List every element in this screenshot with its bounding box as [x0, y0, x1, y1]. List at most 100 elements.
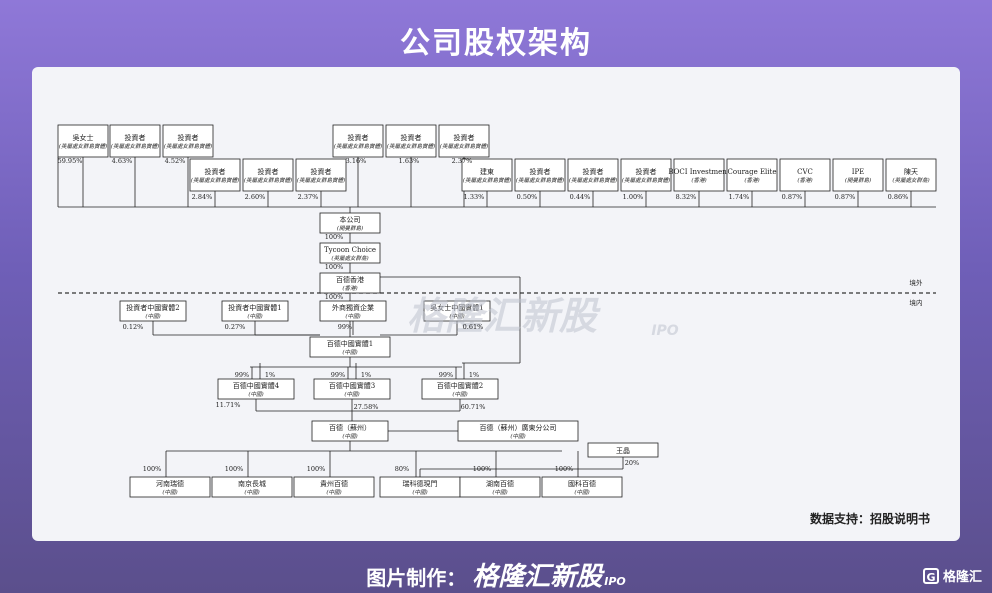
subsidiary-b2-name: 南京長城 — [238, 479, 266, 488]
pct-r8: 0.87% — [835, 193, 856, 201]
shareholder-r2-sub: (英屬處女群島實體) — [516, 177, 564, 184]
source-note: 数据支持：招股说明书 — [809, 512, 930, 526]
subsidiary-b4: 瑞科德現門(中國) — [379, 476, 461, 498]
shareholder-s3-box — [295, 158, 347, 192]
cn-entity-1-sub: (中國) — [342, 349, 357, 356]
shareholder-r2-box — [514, 158, 566, 192]
shareholder-r8-name: IPE — [852, 168, 865, 176]
shareholder-s1-box — [189, 158, 241, 192]
shareholder-s2-name: 投資者 — [258, 167, 279, 176]
cn-entity-2-sub: (中國) — [452, 391, 467, 398]
subsidiary-b1-box — [129, 476, 211, 498]
shareholder-r1-name: 建東 — [480, 167, 494, 176]
domestic-d1-sub: (中國) — [145, 313, 160, 320]
pct-hk: 100% — [325, 293, 344, 301]
domestic-d2: 投資者中國實體1(中國) — [221, 300, 289, 322]
zone-domestic: 境内 — [910, 298, 923, 307]
shareholder-r8: IPE(開曼群島) — [832, 158, 884, 192]
shareholder-s2-box — [242, 158, 294, 192]
cn-entity-2-name: 百德中國實體2 — [437, 381, 483, 390]
subsidiary-b1-sub: (中國) — [162, 489, 177, 496]
subsidiary-b4-sub: (中國) — [412, 489, 427, 496]
pct-t6: 2.37% — [452, 157, 473, 165]
footer-brand: 格隆汇新股 — [472, 562, 603, 592]
watermark-brand: 格隆汇新股 — [407, 294, 601, 338]
tycoon-node-sub: (英屬處女群島) — [331, 255, 368, 262]
logo-icon: G — [922, 568, 939, 584]
shareholder-r7-name: CVC — [797, 168, 813, 176]
shareholder-r6: Courage Elite(香港) — [726, 158, 778, 192]
shareholder-r4-sub: (英屬處女群島實體) — [622, 177, 670, 184]
cn-entity-4-sub: (中國) — [248, 391, 263, 398]
pct-r7: 0.87% — [782, 193, 803, 201]
shareholder-r4: 投資者(英屬處女群島實體) — [620, 158, 672, 192]
subsidiary-b5-sub: (中國) — [492, 489, 507, 496]
pct-down-c3: 27.58% — [354, 403, 379, 411]
pct-d3: 99% — [338, 323, 352, 331]
suzhou-branch-node-sub: (中國) — [510, 433, 525, 440]
shareholder-r3: 投資者(英屬處女群島實體) — [567, 158, 619, 192]
shareholder-r3-box — [567, 158, 619, 192]
page-title: 公司股权架构 — [400, 26, 592, 61]
shareholder-r8-sub: (開曼群島) — [845, 177, 871, 184]
tycoon-node-box — [319, 242, 381, 264]
shareholder-r9-sub: (英屬處女群島) — [892, 177, 929, 184]
shareholder-r5-sub: (香港) — [691, 177, 706, 184]
hk-node: 百德香港(香港) — [319, 272, 381, 294]
suzhou-node-name: 百德（蘇州） — [329, 423, 371, 432]
wang-node-box — [587, 442, 659, 458]
pct-b4: 80% — [395, 465, 409, 473]
diagram-card: 吳女士(英屬處女群島實體)投資者(英屬處女群島實體)投資者(英屬處女群島實體)投… — [32, 67, 960, 541]
subsidiary-b2-box — [211, 476, 293, 498]
domestic-d2-sub: (中國) — [247, 313, 262, 320]
shareholder-t1-name: 吳女士 — [73, 133, 94, 142]
shareholder-t5-sub: (英屬處女群島實體) — [387, 143, 435, 150]
pct-right-c2: 1% — [469, 371, 479, 379]
subsidiary-b3-name: 貴州百德 — [320, 479, 348, 488]
domestic-d4-box — [423, 300, 491, 322]
pct-r4: 1.00% — [623, 193, 644, 201]
shareholder-r1: 建東(英屬處女群島實體) — [461, 158, 513, 192]
domestic-d1-box — [119, 300, 187, 322]
shareholder-t4-sub: (英屬處女群島實體) — [334, 143, 382, 150]
subsidiary-b6: 國科百德(中國) — [541, 476, 623, 498]
suzhou-branch-node-box — [457, 420, 579, 442]
shareholder-r9-name: 陳天 — [904, 167, 918, 176]
subsidiary-b4-name: 瑞科德現門 — [403, 479, 438, 488]
domestic-d3-name: 外商獨資企業 — [332, 303, 374, 312]
shareholder-t3-name: 投資者 — [178, 133, 199, 142]
subsidiary-b6-box — [541, 476, 623, 498]
shareholder-t3-sub: (英屬處女群島實體) — [164, 143, 212, 150]
shareholder-t6-name: 投資者 — [454, 133, 475, 142]
subsidiary-b1: 河南瑞德(中國) — [129, 476, 211, 498]
company-node-box — [319, 212, 381, 234]
shareholder-t5-name: 投資者 — [401, 133, 422, 142]
shareholder-s1: 投資者(英屬處女群島實體) — [189, 158, 241, 192]
shareholder-t6-sub: (英屬處女群島實體) — [440, 143, 488, 150]
subsidiary-b2-sub: (中國) — [244, 489, 259, 496]
pct-tycoon: 100% — [325, 263, 344, 271]
shareholder-t6-box — [438, 124, 490, 158]
wang-node-name: 王晶 — [616, 447, 630, 455]
pct-b3: 100% — [307, 465, 326, 473]
shareholder-t4-name: 投資者 — [348, 133, 369, 142]
pct-b5: 100% — [473, 465, 492, 473]
pct-right-c4: 1% — [265, 371, 275, 379]
tycoon-node: Tycoon Choice(英屬處女群島) — [319, 242, 381, 264]
subsidiary-b6-sub: (中國) — [574, 489, 589, 496]
shareholder-t2: 投資者(英屬處女群島實體) — [109, 124, 161, 158]
domestic-d1: 投資者中國實體2(中國) — [119, 300, 187, 322]
shareholder-s3-name: 投資者 — [311, 167, 332, 176]
shareholder-t3: 投資者(英屬處女群島實體) — [162, 124, 214, 158]
suzhou-node-box — [311, 420, 389, 442]
pct-left-c4: 99% — [235, 371, 249, 379]
shareholder-r9-box — [885, 158, 937, 192]
tycoon-node-name: Tycoon Choice — [324, 246, 376, 254]
pct-s1: 2.84% — [192, 193, 213, 201]
pct-r9: 0.86% — [888, 193, 909, 201]
footer-prefix: 图片制作： — [366, 566, 467, 590]
cn-entity-1-name: 百德中國實體1 — [327, 339, 373, 348]
pct-down-c4: 11.71% — [216, 401, 241, 409]
subsidiary-b2: 南京長城(中國) — [211, 476, 293, 498]
